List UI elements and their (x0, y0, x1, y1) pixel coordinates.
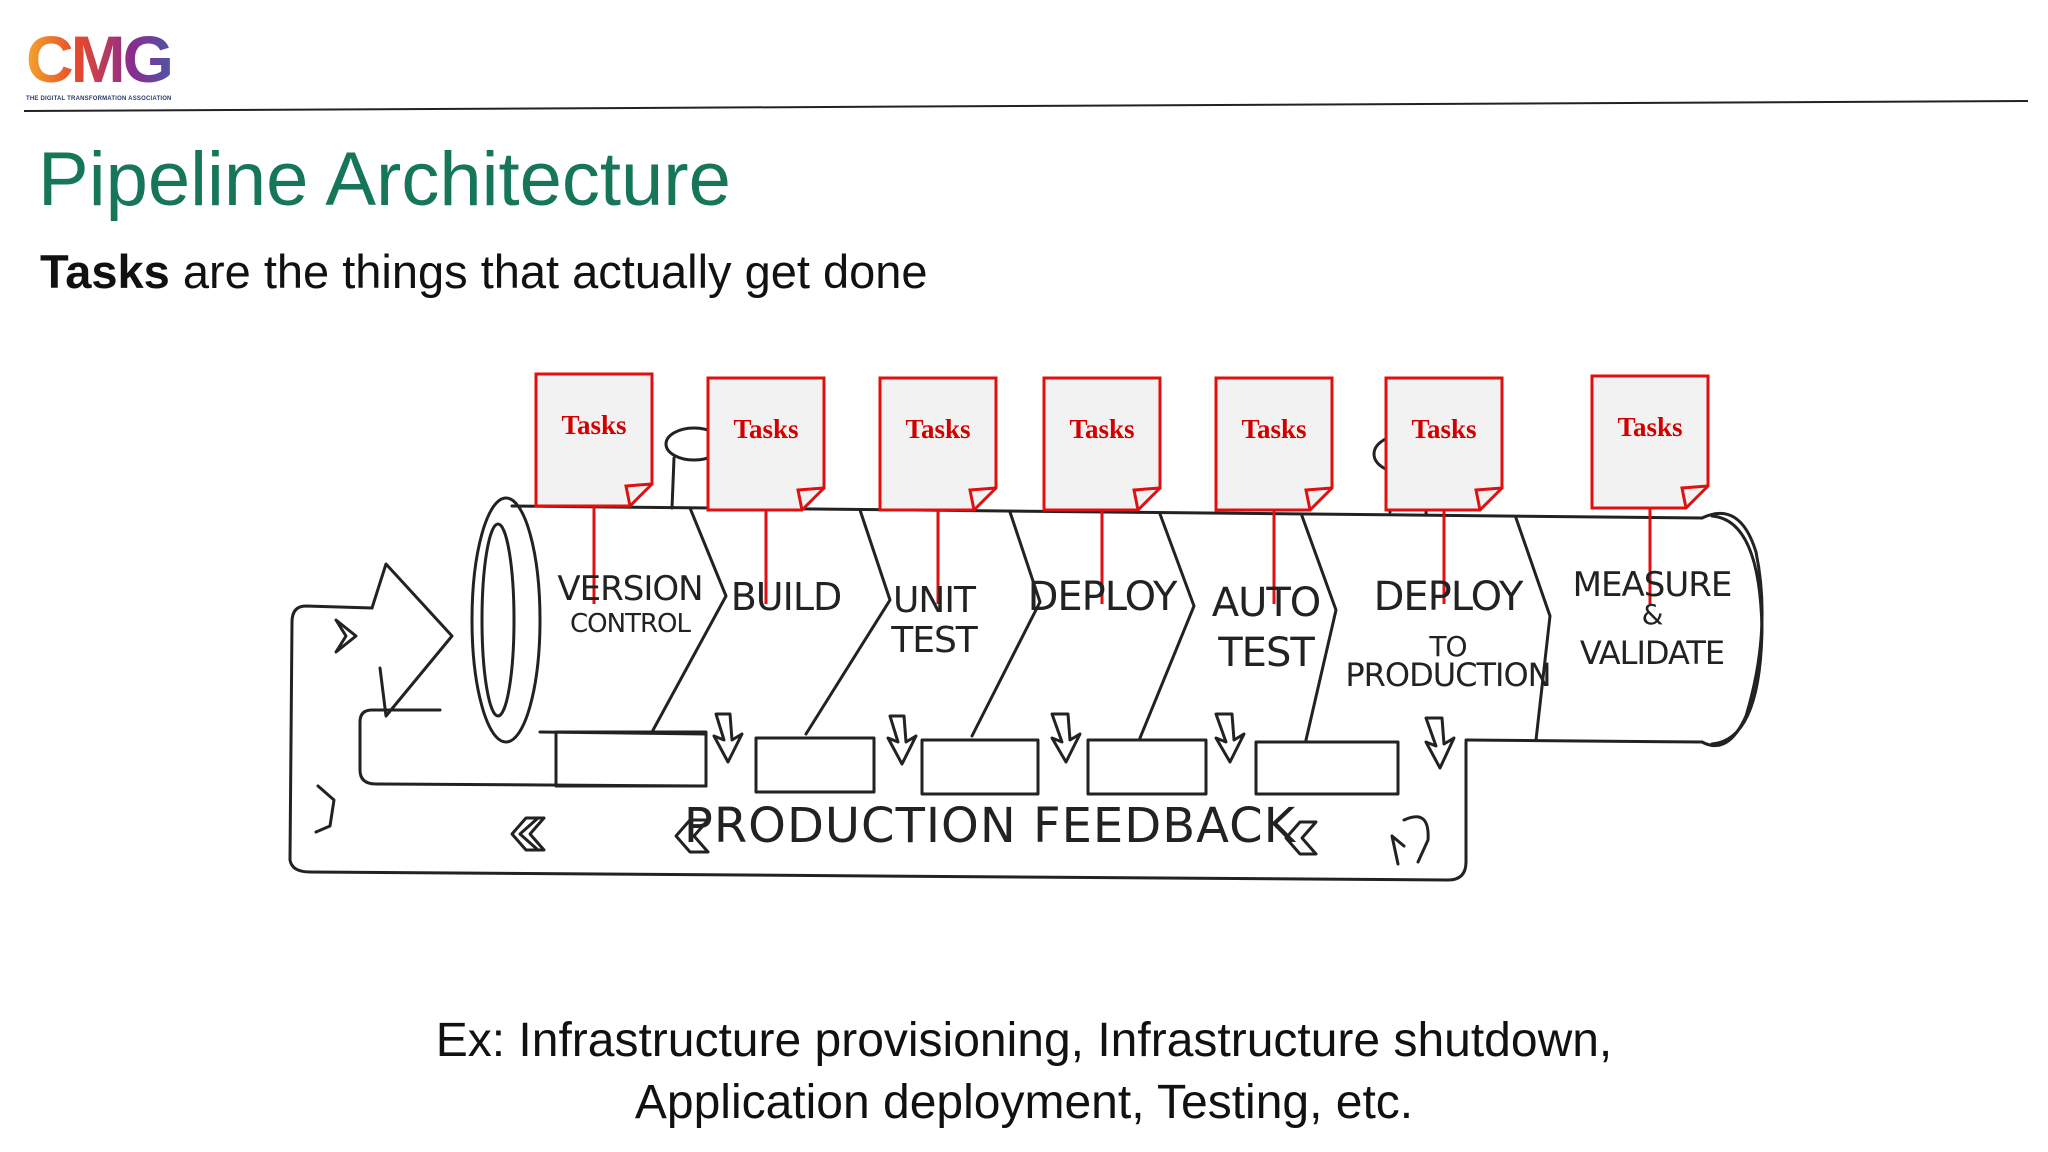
pipe-bottom-right (1464, 738, 1704, 744)
task-label-1: Tasks (561, 410, 626, 440)
task-label-2: Tasks (733, 414, 798, 444)
pipe-right-cap (1700, 512, 1764, 748)
task-label-4: Tasks (1069, 414, 1134, 444)
feedback-label: PRODUCTION FEEDBACK (684, 798, 1297, 854)
task-label-5: Tasks (1241, 414, 1306, 444)
task-note-3 (878, 376, 998, 512)
chevron-5 (1300, 514, 1338, 742)
feedback-box-2 (920, 738, 1040, 796)
task-note-4 (1042, 376, 1162, 512)
feedback-box-3 (1086, 738, 1208, 796)
chevron-2 (804, 508, 892, 736)
pipe-left-flange (470, 496, 542, 744)
slide-subtitle: Tasks are the things that actually get d… (40, 248, 928, 295)
pipe-left-flange-inner (480, 522, 516, 718)
stage-label-3-line-1: UNIT (893, 580, 977, 621)
stage-label-7-line-1: MEASURE (1573, 565, 1732, 605)
feedback-box-1 (754, 736, 876, 794)
stage-label-3-line-2: TEST (890, 620, 979, 661)
stage-label-1-line-1: VERSION (557, 569, 702, 609)
feedback-box-5 (554, 730, 708, 788)
stage-label-6-line-2: TO (1428, 630, 1466, 663)
stage-label-6-line-3: PRODUCTION (1345, 656, 1550, 694)
task-label-3: Tasks (905, 414, 970, 444)
subtitle-bold: Tasks (40, 245, 170, 298)
pipeline-diagram: TasksVERSIONCONTROLTasksBUILDTasksUNITTE… (288, 372, 1764, 882)
task-label-6: Tasks (1411, 414, 1476, 444)
stage-label-6-line-1: DEPLOY (1374, 574, 1524, 620)
chevron-1 (650, 506, 728, 734)
entry-arrow (370, 562, 454, 718)
feedback-box-4 (1254, 740, 1400, 796)
feedback-loop-inner (358, 708, 708, 788)
task-label-7: Tasks (1617, 412, 1682, 442)
task-note-1 (534, 372, 654, 508)
stage-label-7-line-2: & (1642, 598, 1663, 631)
stage-label-5-line-1: AUTO (1212, 580, 1321, 626)
subtitle-rest: are the things that actually get done (169, 245, 928, 298)
stage-label-7-line-3: VALIDATE (1580, 634, 1724, 672)
task-note-7 (1590, 374, 1710, 510)
stage-label-5-line-2: TEST (1217, 630, 1315, 676)
logo-tagline: THE DIGITAL TRANSFORMATION ASSOCIATION (26, 96, 172, 102)
stage-label-1-line-2: CONTROL (570, 609, 691, 639)
slide-title: Pipeline Architecture (38, 137, 731, 222)
logo-text: CMG (26, 26, 196, 92)
header-divider (23, 100, 2029, 112)
task-note-6 (1384, 376, 1504, 512)
cmg-logo: CMG THE DIGITAL TRANSFORMATION ASSOCIATI… (26, 26, 196, 102)
footer-line-1: Ex: Infrastructure provisioning, Infrast… (435, 1014, 1613, 1067)
chevron-3 (970, 510, 1042, 738)
stage-label-2-line-1: BUILD (731, 575, 842, 619)
chevron-4 (1138, 512, 1196, 740)
task-note-5 (1214, 376, 1334, 512)
task-note-2 (706, 376, 826, 512)
footer-line-2: Application deployment, Testing, etc. (634, 1076, 1414, 1129)
footer-examples: Ex: Infrastructure provisioning, Infrast… (0, 1010, 2048, 1134)
stage-label-4-line-1: DEPLOY (1028, 574, 1178, 620)
feedback-loop-outline (288, 604, 1468, 882)
chevron-6 (1514, 516, 1552, 742)
